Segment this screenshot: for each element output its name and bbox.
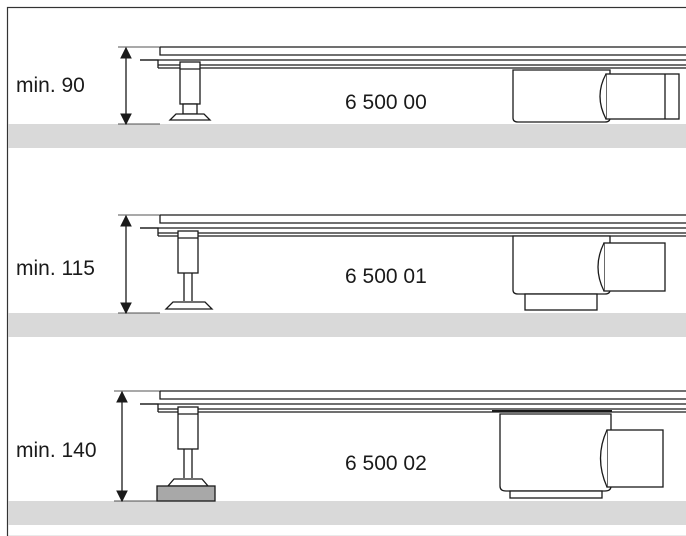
dimension-label-3: min. 140 xyxy=(16,439,97,462)
panel-1 xyxy=(118,46,686,126)
adjustable-foot-1 xyxy=(168,61,212,121)
drain-outlet-1 xyxy=(512,69,680,123)
panel-3 xyxy=(114,390,686,503)
drain-channel-3 xyxy=(140,390,686,413)
adjustable-foot-2 xyxy=(164,230,214,310)
floor-strip-3 xyxy=(8,501,686,525)
floor-strip-1 xyxy=(8,124,686,148)
adjustable-foot-3 xyxy=(156,406,216,502)
dimension-label-1: min. 90 xyxy=(16,74,85,97)
panel-2 xyxy=(118,214,686,315)
diagram-frame xyxy=(6,6,686,536)
drain-channel-2 xyxy=(140,214,686,237)
drain-outlet-2 xyxy=(512,235,666,311)
drain-channel-1 xyxy=(140,46,686,69)
article-number-2: 6 500 01 xyxy=(345,265,427,288)
article-number-3: 6 500 02 xyxy=(345,452,427,475)
article-number-1: 6 500 00 xyxy=(345,91,427,114)
floor-strip-2 xyxy=(8,313,686,337)
dimension-label-2: min. 115 xyxy=(16,257,95,280)
drain-outlet-3 xyxy=(492,410,664,499)
